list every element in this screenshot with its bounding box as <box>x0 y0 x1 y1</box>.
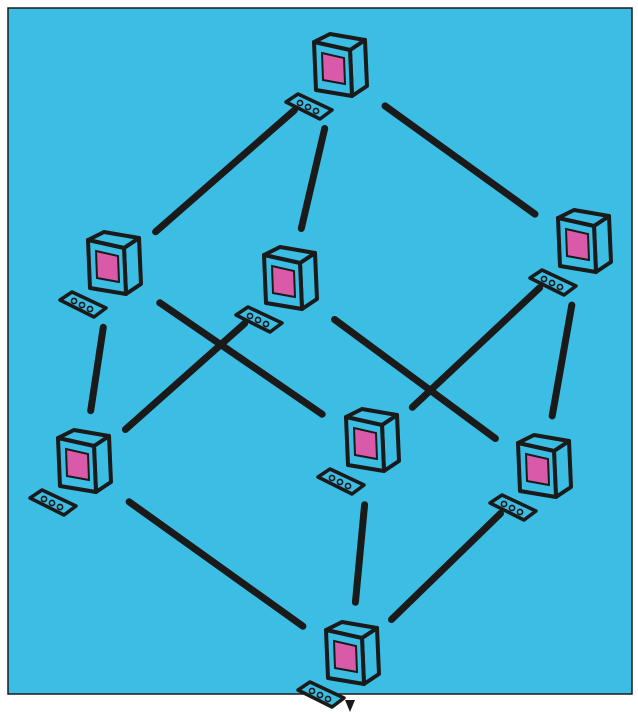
keyboard-key <box>70 297 78 305</box>
monitor-screen <box>320 51 347 86</box>
keyboard-icon <box>234 305 284 334</box>
keyboard-icon <box>296 680 346 709</box>
monitor-screen <box>352 426 379 461</box>
link-upper-center-to-lower-right <box>331 316 499 442</box>
link-lower-center-to-bottom <box>351 501 369 606</box>
keyboard-key <box>344 482 352 490</box>
keyboard-key <box>500 500 508 508</box>
keyboard-key <box>56 503 64 511</box>
link-upper-right-to-lower-right <box>548 301 576 420</box>
monitor-screen <box>64 447 91 482</box>
keyboard-key <box>78 301 86 309</box>
keyboard-key <box>516 508 524 516</box>
keyboard-key <box>336 478 344 486</box>
keyboard-key <box>508 504 516 512</box>
keyboard-key <box>254 316 262 324</box>
link-upper-center-to-lower-left <box>121 320 249 433</box>
monitor-screen <box>332 639 359 674</box>
computer-node-top <box>284 32 369 121</box>
keyboard-key <box>312 107 320 115</box>
keyboard-key <box>262 320 270 328</box>
keyboard-key <box>328 474 336 482</box>
keyboard-key <box>304 103 312 111</box>
computer-node-lower-center <box>316 407 401 496</box>
link-top-to-upper-center <box>297 125 329 232</box>
link-upper-left-to-lower-left <box>87 323 107 415</box>
keyboard-key <box>48 499 56 507</box>
keyboard-key <box>246 312 254 320</box>
computer-node-lower-right <box>488 433 573 522</box>
keyboard-key <box>324 695 332 703</box>
keyboard-key <box>556 283 564 291</box>
keyboard-icon <box>488 493 538 522</box>
link-top-to-upper-left <box>152 106 298 236</box>
keyboard-icon <box>528 268 578 297</box>
link-lower-left-to-bottom <box>125 498 307 630</box>
network-nodes <box>28 32 613 712</box>
keyboard-key <box>548 279 556 287</box>
monitor-screen <box>94 249 121 284</box>
link-lower-right-to-bottom <box>388 510 504 623</box>
computer-node-upper-right <box>528 208 613 297</box>
keyboard-icon <box>284 92 334 121</box>
link-upper-left-to-lower-center <box>156 299 326 418</box>
keyboard-key <box>296 99 304 107</box>
computer-node-upper-center <box>234 245 319 334</box>
keyboard-key <box>540 275 548 283</box>
computer-node-bottom <box>296 620 381 709</box>
keyboard-icon <box>316 467 366 496</box>
monitor-screen <box>270 264 297 299</box>
keyboard-icon <box>58 290 108 319</box>
keyboard-icon <box>28 488 78 517</box>
down-arrow-icon <box>345 700 355 712</box>
link-upper-right-to-lower-center <box>408 284 544 411</box>
link-top-to-upper-right <box>381 102 539 218</box>
computer-node-lower-left <box>28 428 113 517</box>
network-links <box>87 102 576 630</box>
diagram-background <box>7 7 633 695</box>
keyboard-key <box>308 687 316 695</box>
keyboard-key <box>86 305 94 313</box>
monitor-screen <box>524 452 551 487</box>
monitor-screen <box>564 227 591 262</box>
keyboard-key <box>316 691 324 699</box>
keyboard-key <box>40 495 48 503</box>
computer-node-upper-left <box>58 230 143 319</box>
